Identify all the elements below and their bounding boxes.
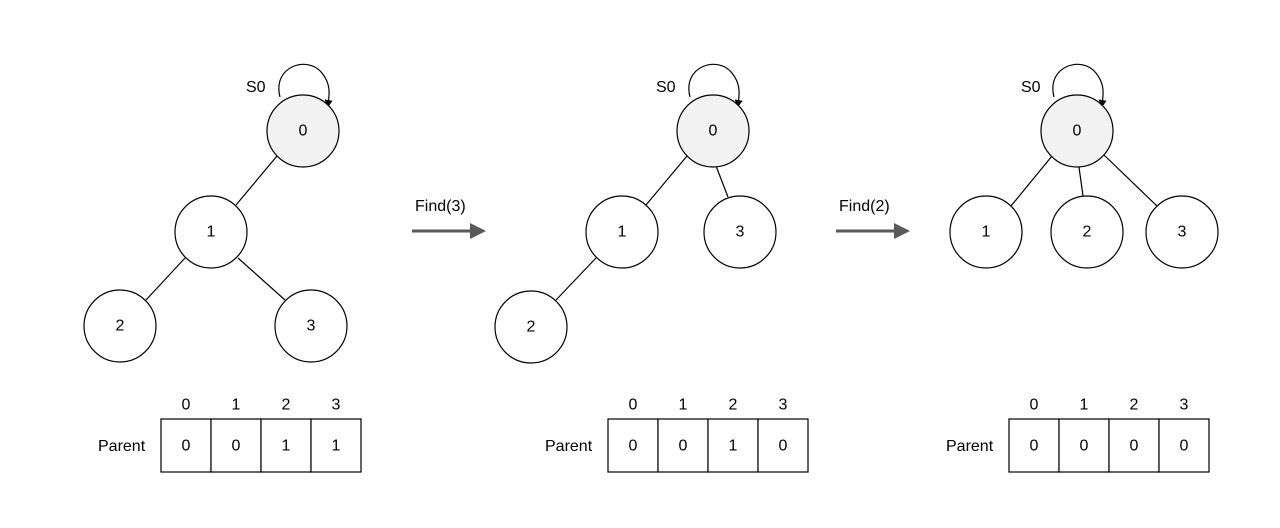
root-label: S0 — [656, 79, 676, 96]
table-value: 0 — [679, 438, 688, 455]
node-label: 0 — [299, 123, 308, 140]
table-header: 2 — [282, 397, 291, 414]
parent-table: Parent 0 1 2 3 0 0 1 1 — [98, 397, 362, 473]
node-3: 3 — [703, 195, 777, 269]
node-label: 0 — [1073, 123, 1082, 140]
table-header: 3 — [779, 397, 788, 414]
table-value: 0 — [182, 438, 191, 455]
table-cell — [1158, 418, 1210, 473]
node-label: 3 — [307, 318, 316, 335]
table-header: 2 — [1130, 397, 1139, 414]
parent-table: Parent 0 1 2 3 0 0 0 0 — [946, 397, 1210, 473]
table-value: 0 — [1080, 438, 1089, 455]
edge-1-3 — [237, 257, 286, 301]
table-header: 1 — [679, 397, 688, 414]
node-2: 2 — [1050, 195, 1124, 269]
edge-0-2 — [1078, 166, 1084, 197]
edge-0-1 — [1010, 155, 1053, 207]
table-header: 2 — [729, 397, 738, 414]
node-label: 2 — [527, 319, 536, 336]
node-label: 1 — [982, 224, 991, 241]
node-0: 0 — [266, 94, 340, 168]
edge-0-3 — [1103, 154, 1159, 208]
node-label: 0 — [709, 123, 718, 140]
node-1: 1 — [174, 195, 248, 269]
table-header: 3 — [1180, 397, 1189, 414]
table-row-label: Parent — [946, 438, 994, 455]
root-label: S0 — [246, 79, 266, 96]
table-header: 3 — [332, 397, 341, 414]
table-cell — [210, 418, 262, 473]
table-header: 0 — [182, 397, 191, 414]
table-value: 0 — [1030, 438, 1039, 455]
node-label: 1 — [618, 224, 627, 241]
table-value: 0 — [1180, 438, 1189, 455]
table-value: 0 — [779, 438, 788, 455]
self-loop-arrow — [1052, 63, 1107, 108]
node-2: 2 — [494, 290, 568, 364]
node-1: 1 — [585, 195, 659, 269]
node-label: 2 — [1083, 224, 1092, 241]
table-value: 0 — [1130, 438, 1139, 455]
edge-1-2 — [555, 257, 597, 301]
edge-1-2 — [145, 257, 186, 301]
edge-0-3 — [715, 165, 729, 198]
table-cell — [260, 418, 312, 473]
node-2: 2 — [83, 289, 157, 363]
root-label: S0 — [1021, 79, 1041, 96]
arrow-head-icon — [470, 223, 486, 239]
self-loop-arrow — [278, 63, 333, 108]
node-1: 1 — [949, 195, 1023, 269]
table-cell — [757, 418, 809, 473]
table-header: 0 — [629, 397, 638, 414]
table-cell — [1108, 418, 1160, 473]
panel-1: S0 0 1 2 3 Parent 0 1 2 3 0 — [83, 63, 362, 473]
panel-2: S0 0 1 3 2 Parent 0 1 2 3 0 0 — [494, 63, 809, 473]
parent-table: Parent 0 1 2 3 0 0 1 0 — [545, 397, 809, 473]
step-arrow-1: Find(3) — [412, 198, 486, 239]
node-label: 1 — [207, 224, 216, 241]
edge-0-1 — [645, 155, 688, 206]
node-3: 3 — [1145, 195, 1219, 269]
table-value: 1 — [729, 438, 738, 455]
node-label: 3 — [736, 224, 745, 241]
edge-0-1 — [235, 155, 278, 206]
panel-3: S0 0 1 2 3 Parent 0 1 2 3 0 0 — [946, 63, 1219, 473]
node-0: 0 — [676, 94, 750, 168]
table-cell — [607, 418, 659, 473]
node-label: 3 — [1178, 224, 1187, 241]
table-value: 0 — [629, 438, 638, 455]
node-3: 3 — [274, 289, 348, 363]
arrow-head-icon — [894, 223, 910, 239]
table-value: 1 — [282, 438, 291, 455]
table-header: 1 — [1080, 397, 1089, 414]
table-value: 1 — [332, 438, 341, 455]
table-row-label: Parent — [545, 438, 593, 455]
table-header: 0 — [1030, 397, 1039, 414]
self-loop-arrow — [688, 63, 743, 108]
table-cell — [707, 418, 759, 473]
node-0: 0 — [1040, 94, 1114, 168]
step-arrow-2: Find(2) — [836, 198, 910, 239]
node-label: 2 — [116, 318, 125, 335]
step-label: Find(2) — [839, 198, 890, 215]
table-value: 0 — [232, 438, 241, 455]
table-header: 1 — [232, 397, 241, 414]
step-label: Find(3) — [415, 198, 466, 215]
table-cell — [310, 418, 362, 473]
table-row-label: Parent — [98, 438, 146, 455]
